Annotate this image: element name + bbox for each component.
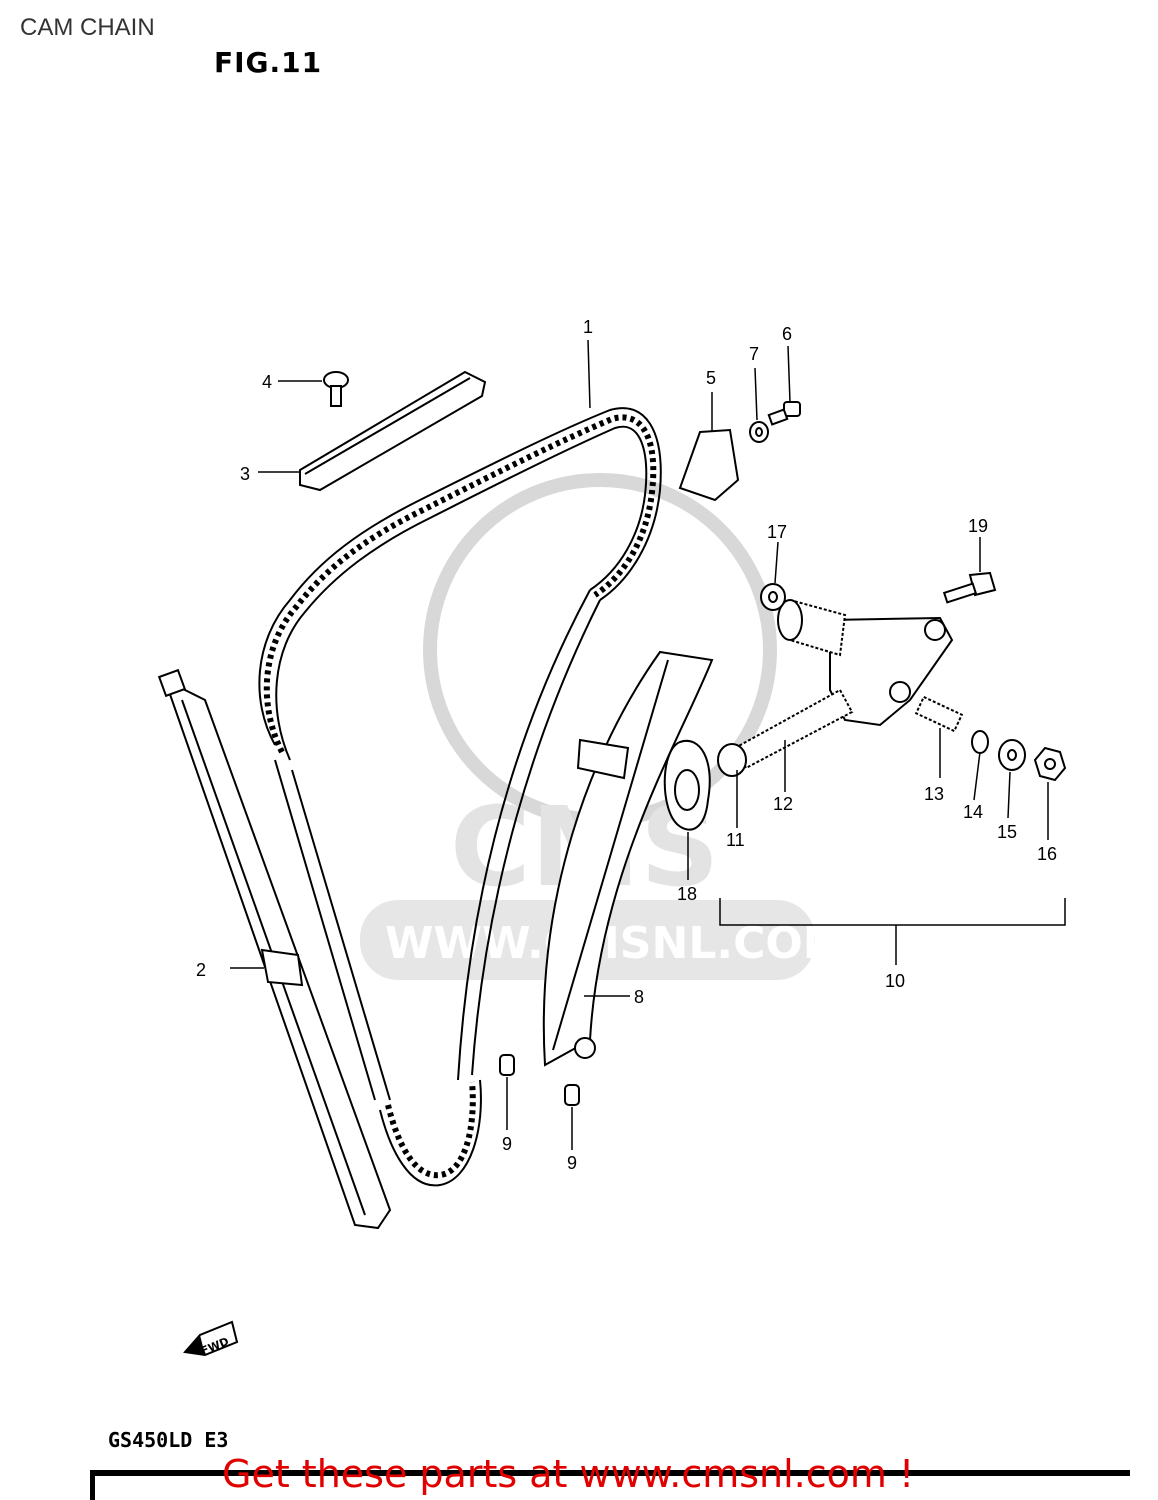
spring-part-13 <box>914 695 964 733</box>
callout-4: 4 <box>262 372 272 392</box>
washer-part-15 <box>998 739 1026 771</box>
plug-part-9-right <box>564 1084 580 1106</box>
callout-19: 19 <box>968 516 988 536</box>
washer-part-17 <box>760 583 786 611</box>
cam-chain-outer-run <box>258 407 662 746</box>
cam-chain-link-pattern <box>263 414 657 754</box>
o-ring-part-14 <box>971 730 989 754</box>
nut-part-16 <box>1033 746 1067 782</box>
page-title: CAM CHAIN <box>20 14 155 41</box>
watermark-url-text: WWW.CMSNL.COM <box>385 918 847 969</box>
callout-6: 6 <box>782 324 792 344</box>
callout-12: 12 <box>773 794 793 814</box>
chain-tensioner-guide <box>542 650 714 1067</box>
plug-part-9-left <box>499 1054 515 1076</box>
callout-9-right: 9 <box>567 1153 577 1173</box>
callout-9-left: 9 <box>502 1134 512 1154</box>
callout-numbers: 1 2 3 4 5 6 7 8 9 9 10 11 12 13 14 15 16… <box>196 317 1057 1173</box>
callout-11: 11 <box>726 830 745 850</box>
callout-7: 7 <box>749 344 759 364</box>
gasket-part-18 <box>663 739 711 831</box>
bolt-part-6 <box>767 401 801 426</box>
chain-guide-upper <box>299 370 487 492</box>
assembly-bracket <box>719 898 1066 926</box>
washer-part-7 <box>749 421 769 443</box>
bolt-part-19 <box>942 571 997 604</box>
tensioner-assembly <box>717 598 954 777</box>
cam-chain <box>258 407 662 1187</box>
callout-16: 16 <box>1037 844 1057 864</box>
callout-15: 15 <box>997 822 1017 842</box>
chain-guide-rear <box>157 668 392 1230</box>
callout-10: 10 <box>885 971 905 991</box>
leader-lines <box>230 339 1066 1150</box>
cam-chain-lower-run <box>379 1079 482 1187</box>
figure-label: FIG.11 <box>214 46 323 79</box>
callout-14: 14 <box>963 802 983 822</box>
bottom-rule-tick <box>90 1470 95 1500</box>
push-rod-head-part-11 <box>717 743 747 777</box>
bottom-rule <box>90 1470 1130 1476</box>
screw-part-4 <box>323 371 349 407</box>
callout-18: 18 <box>677 884 697 904</box>
callout-5: 5 <box>706 368 716 388</box>
callout-2: 2 <box>196 960 206 980</box>
callout-1: 1 <box>583 317 593 337</box>
stopper-part-5 <box>678 428 740 502</box>
fwd-arrow: FWD <box>183 1320 239 1358</box>
cam-chain-straight-runs <box>274 589 601 1101</box>
callout-17: 17 <box>767 522 787 542</box>
cam-chain-inner-run <box>275 425 648 761</box>
cam-chain-lower-link-pattern <box>385 1081 476 1179</box>
callout-13: 13 <box>924 784 944 804</box>
model-code: GS450LD E3 <box>108 1428 229 1452</box>
buy-parts-link[interactable]: Get these parts at www.cmsnl.com ! <box>222 1452 915 1496</box>
callout-8: 8 <box>634 987 644 1007</box>
callout-3: 3 <box>240 464 250 484</box>
